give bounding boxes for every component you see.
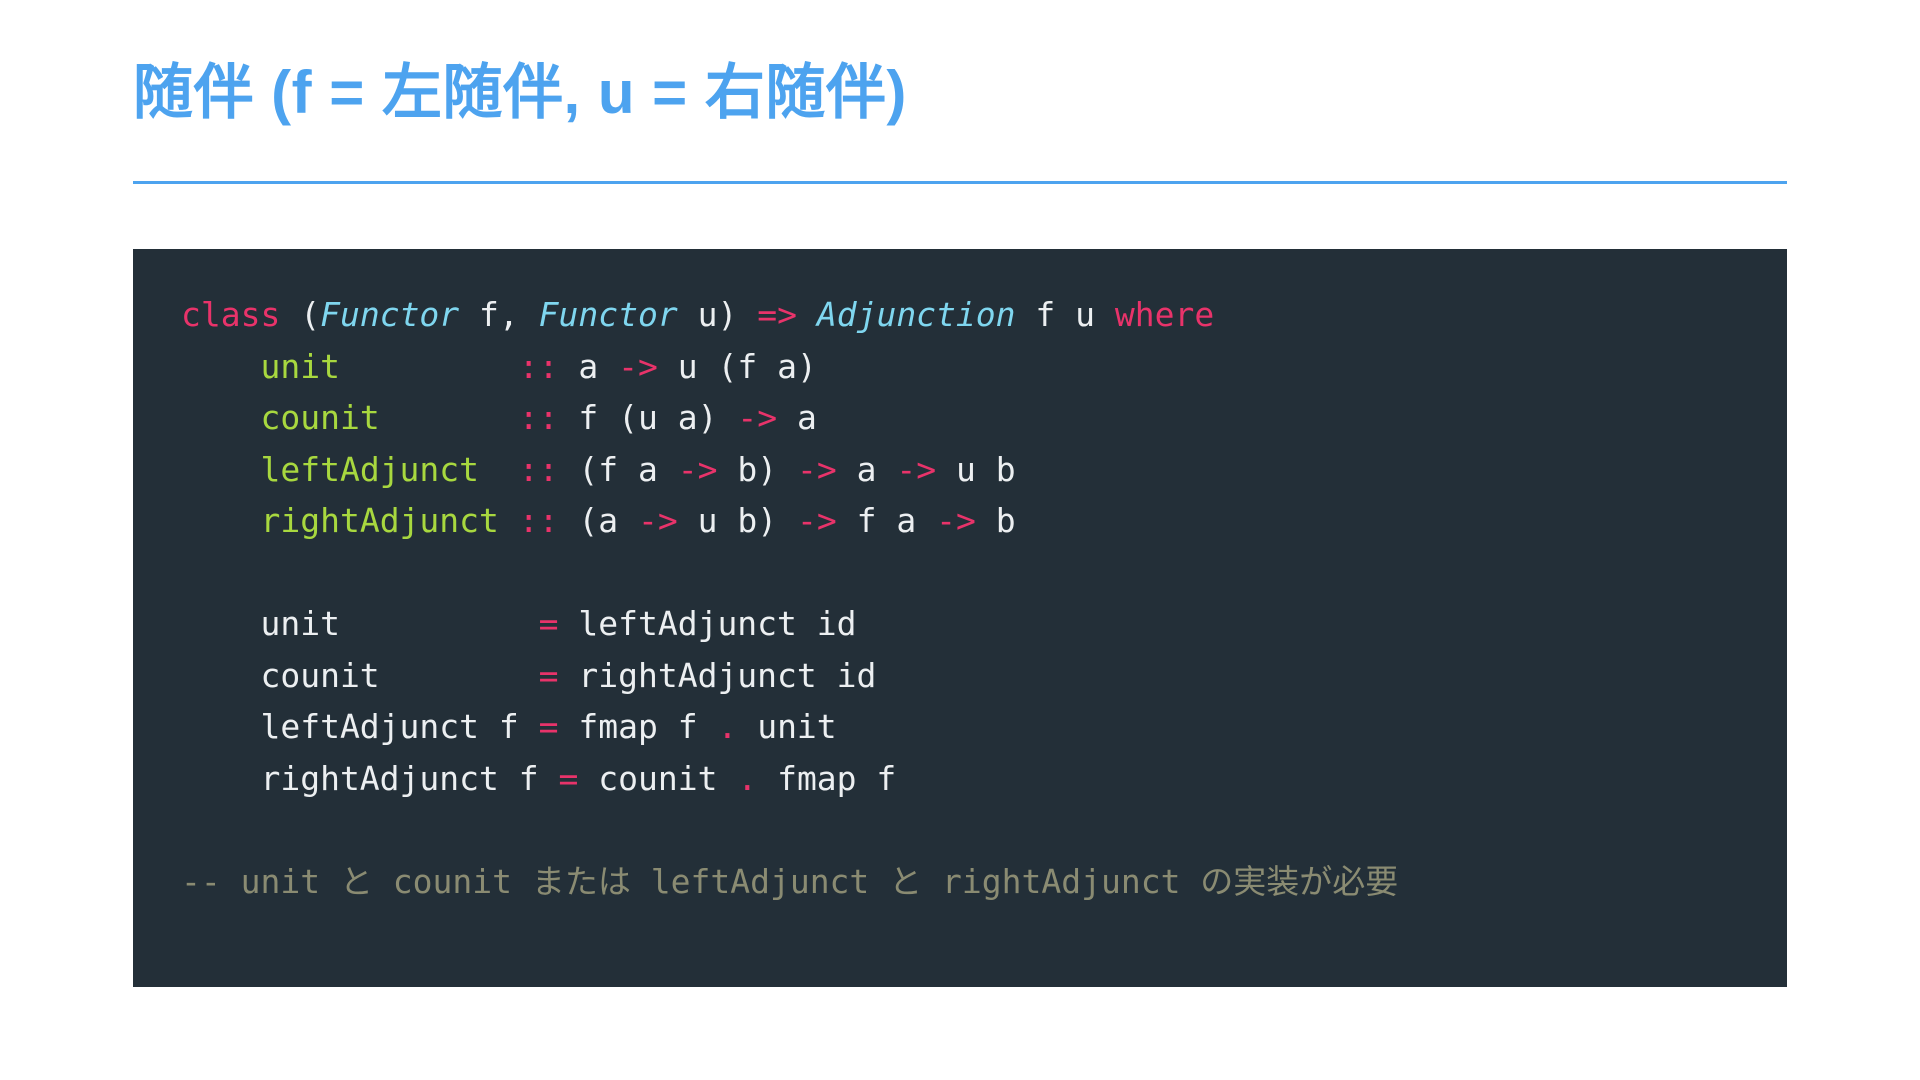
- code-token-op: =: [538, 655, 559, 695]
- code-token-plain: [479, 450, 519, 489]
- code-token-op: ->: [896, 449, 937, 489]
- code-token-plain: b: [975, 501, 1016, 540]
- code-token-op: =: [538, 604, 559, 643]
- code-token-fn: leftAdjunct: [260, 449, 480, 489]
- code-token-plain: f u: [1015, 295, 1115, 334]
- code-line-def-counit: counit = rightAdjunct id: [181, 650, 1739, 702]
- code-token-plain: [797, 295, 817, 334]
- code-line-sig-leftadjunct: leftAdjunct :: (f a -> b) -> a -> u b: [181, 444, 1739, 496]
- code-token-plain: leftAdjunct f: [181, 707, 539, 746]
- code-token-plain: [340, 347, 519, 386]
- code-token-op: =>: [757, 295, 797, 334]
- code-listing: class (Functor f, Functor u) => Adjuncti…: [181, 289, 1739, 907]
- code-token-op: ->: [796, 501, 837, 540]
- code-token-op: .: [737, 758, 758, 798]
- code-token-fn: counit: [260, 398, 380, 437]
- code-token-plain: f,: [459, 295, 539, 334]
- code-token-plain: fmap f: [558, 707, 718, 746]
- code-line-def-rightadjunct: rightAdjunct f = counit . fmap f: [181, 753, 1739, 805]
- code-line-blank-2: [181, 804, 1739, 856]
- code-token-plain: rightAdjunct id: [558, 655, 877, 695]
- code-token-plain: leftAdjunct id: [558, 604, 857, 643]
- code-line-def-leftadjunct: leftAdjunct f = fmap f . unit: [181, 701, 1739, 753]
- title-divider: [133, 181, 1787, 184]
- code-token-plain: a: [836, 449, 897, 489]
- code-token-plain: [181, 501, 260, 540]
- code-token-op: ::: [518, 501, 559, 540]
- code-token-plain: [181, 347, 260, 386]
- code-token-op: ->: [737, 398, 778, 437]
- code-token-plain: f a: [836, 501, 937, 540]
- code-token-type: Functor: [538, 295, 678, 334]
- code-token-plain: u b): [677, 501, 797, 540]
- code-token-plain: counit: [181, 655, 539, 695]
- code-token-plain: [499, 501, 519, 540]
- code-line-comment-note: -- unit と counit または leftAdjunct と right…: [181, 856, 1739, 908]
- code-token-op: ::: [518, 346, 559, 386]
- code-token-plain: unit: [181, 604, 539, 643]
- code-token-op: =: [538, 707, 559, 746]
- code-token-comment: -- unit と counit または leftAdjunct と right…: [181, 861, 1399, 901]
- code-token-op: ->: [796, 449, 837, 489]
- code-token-plain: [380, 398, 519, 437]
- code-line-sig-unit: unit :: a -> u (f a): [181, 341, 1739, 393]
- code-token-plain: (: [300, 295, 321, 334]
- code-token-type: Functor: [320, 295, 460, 334]
- code-token-plain: [181, 450, 260, 489]
- code-token-kw: where: [1114, 295, 1215, 334]
- code-token-fn: unit: [260, 346, 340, 386]
- code-line-def-unit: unit = leftAdjunct id: [181, 598, 1739, 650]
- code-token-plain: f (u a): [558, 398, 738, 437]
- code-token-plain: b): [717, 449, 797, 489]
- code-token-op: ->: [936, 501, 976, 540]
- code-token-op: ->: [638, 501, 678, 540]
- code-token-plain: u): [677, 295, 758, 334]
- code-token-plain: a: [558, 346, 619, 386]
- code-token-plain: counit: [578, 758, 738, 798]
- code-token-plain: u b: [936, 449, 1016, 489]
- code-token-plain: unit: [737, 707, 837, 746]
- code-line-sig-rightadjunct: rightAdjunct :: (a -> u b) -> f a -> b: [181, 495, 1739, 547]
- code-token-fn: rightAdjunct: [260, 501, 499, 540]
- code-token-plain: u (f a): [657, 346, 817, 386]
- code-token-op: ->: [677, 449, 718, 489]
- code-token-op: ::: [518, 449, 559, 489]
- code-token-plain: rightAdjunct f: [181, 758, 559, 798]
- code-token-plain: (f a: [558, 449, 678, 489]
- code-token-op: ->: [618, 346, 658, 386]
- code-token-op: .: [717, 707, 738, 746]
- code-token-op: ::: [518, 398, 559, 437]
- code-token-plain: fmap f: [757, 758, 897, 798]
- code-token-plain: (a: [558, 501, 639, 540]
- title-block: 随伴 (f = 左随伴, u = 右随伴): [133, 58, 1787, 127]
- code-token-type: Adjunction: [816, 295, 1016, 334]
- code-token-plain: [181, 398, 260, 437]
- code-token-kw: class: [181, 295, 301, 334]
- code-token-plain: a: [777, 398, 817, 437]
- code-line-blank-1: [181, 547, 1739, 599]
- page-title: 随伴 (f = 左随伴, u = 右随伴): [133, 59, 907, 126]
- code-block-card: class (Functor f, Functor u) => Adjuncti…: [133, 249, 1787, 987]
- code-line-class-header: class (Functor f, Functor u) => Adjuncti…: [181, 289, 1739, 341]
- code-line-sig-counit: counit :: f (u a) -> a: [181, 392, 1739, 444]
- code-token-op: =: [558, 758, 579, 798]
